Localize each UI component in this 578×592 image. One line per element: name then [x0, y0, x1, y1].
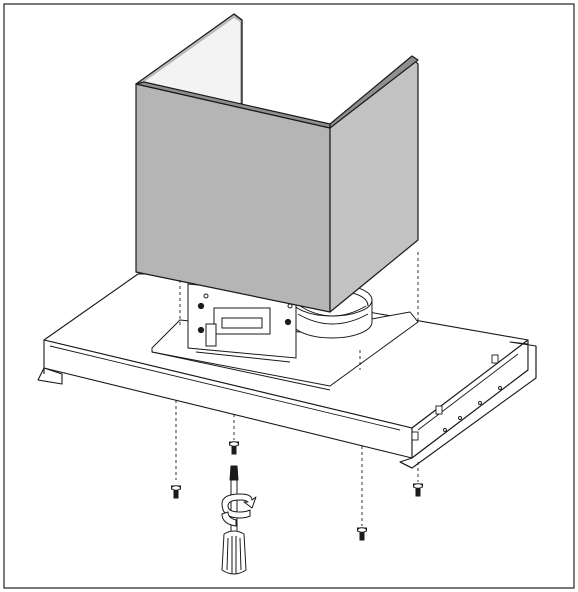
screw-icon — [229, 441, 239, 455]
chimney-cover — [135, 13, 419, 313]
motor-bracket — [187, 283, 297, 363]
alignment-guides — [175, 252, 419, 526]
chimney-right-face — [329, 57, 419, 313]
hood-front-details — [49, 345, 519, 441]
diagram-border — [3, 3, 575, 589]
screws — [171, 441, 423, 541]
rotation-arrow-icon — [221, 493, 257, 527]
screwdriver-icon — [221, 465, 247, 575]
screw-icon — [357, 527, 367, 541]
screw-icon — [413, 483, 423, 497]
hood-lip-right — [399, 461, 413, 469]
screw-icon — [171, 485, 181, 499]
